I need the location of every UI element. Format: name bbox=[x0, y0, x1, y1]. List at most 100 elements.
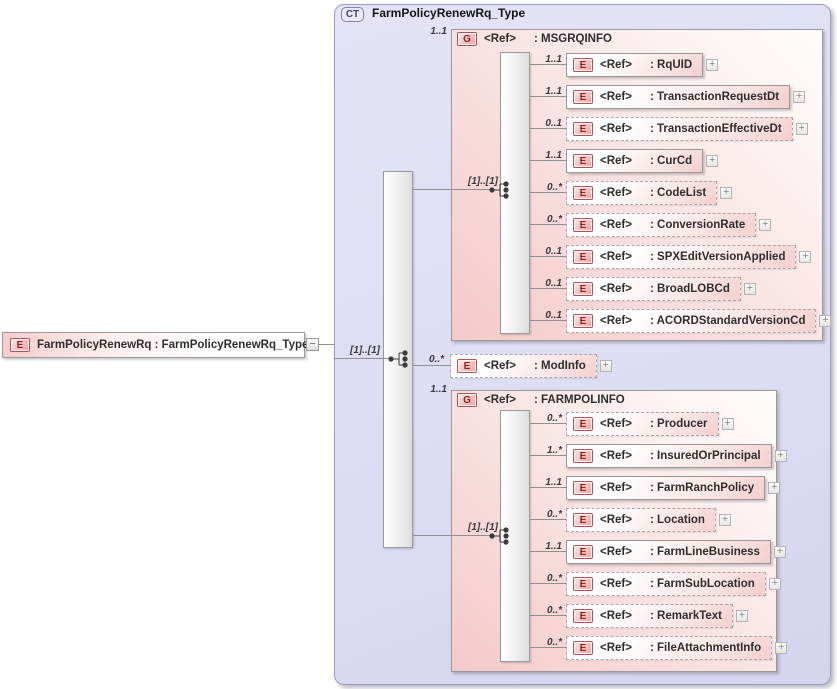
element-name: : FarmSubLocation bbox=[650, 578, 755, 590]
expand-icon[interactable]: + bbox=[768, 578, 781, 590]
element-node-farmsublocation[interactable]: E <Ref> : FarmSubLocation bbox=[566, 572, 766, 596]
ref-label: <Ref> bbox=[600, 610, 632, 622]
element-row: E <Ref> : InsuredOrPrincipal + bbox=[566, 444, 787, 468]
element-row: E <Ref> : RemarkText + bbox=[566, 604, 749, 628]
connector-line bbox=[530, 487, 566, 488]
element-node-farmranchpolicy[interactable]: E <Ref> : FarmRanchPolicy bbox=[566, 476, 766, 500]
element-icon: E bbox=[573, 90, 593, 104]
element-node-producer[interactable]: E <Ref> : Producer bbox=[566, 412, 719, 436]
element-icon: E bbox=[573, 609, 593, 623]
element-icon: E bbox=[573, 449, 593, 463]
connector-line bbox=[530, 288, 566, 289]
element-node-transactioneffectivedt[interactable]: E <Ref> : TransactionEffectiveDt bbox=[566, 117, 793, 141]
group-ref-label: <Ref> bbox=[484, 394, 516, 406]
element-row: E <Ref> : FarmSubLocation + bbox=[566, 572, 781, 596]
collapse-icon[interactable]: − bbox=[306, 338, 319, 351]
ref-label: <Ref> bbox=[600, 546, 632, 558]
element-node-fileattachmentinfo[interactable]: E <Ref> : FileAttachmentInfo bbox=[566, 636, 773, 660]
ref-label: <Ref> bbox=[600, 123, 632, 135]
element-row: E <Ref> : FarmRanchPolicy + bbox=[566, 476, 781, 500]
connector-line bbox=[530, 320, 566, 321]
expand-icon[interactable]: + bbox=[768, 482, 781, 494]
element-node-broadlobcd[interactable]: E <Ref> : BroadLOBCd bbox=[566, 277, 741, 301]
expand-icon[interactable]: + bbox=[706, 155, 719, 167]
element-node-codelist[interactable]: E <Ref> : CodeList bbox=[566, 181, 718, 205]
group-name-label: : FARMPOLINFO bbox=[534, 394, 625, 406]
element-name: : Location bbox=[650, 514, 705, 526]
ref-label: <Ref> bbox=[600, 219, 632, 231]
element-row: E <Ref> : Location + bbox=[566, 508, 731, 532]
element-row: E <Ref> : ACORDStandardVersionCd + bbox=[566, 309, 832, 333]
element-icon: E bbox=[573, 250, 593, 264]
element-name: : InsuredOrPrincipal bbox=[650, 450, 761, 462]
element-name: : ModInfo bbox=[534, 360, 586, 372]
expand-icon[interactable]: + bbox=[795, 123, 808, 135]
cardinality-label: 1..1 bbox=[545, 150, 562, 161]
expand-icon[interactable]: + bbox=[793, 91, 806, 103]
connector-line bbox=[530, 96, 566, 97]
expand-icon[interactable]: + bbox=[774, 450, 787, 462]
element-icon: E bbox=[10, 338, 30, 352]
expand-icon[interactable]: + bbox=[736, 610, 749, 622]
element-row: E <Ref> : BroadLOBCd + bbox=[566, 277, 756, 301]
cardinality-label: 0..1 bbox=[545, 310, 562, 321]
element-name: : FarmRanchPolicy bbox=[650, 482, 755, 494]
element-name: : Producer bbox=[650, 418, 708, 430]
connector-line bbox=[530, 551, 566, 552]
cardinality-label: 0..* bbox=[546, 509, 562, 520]
sequence-cardinality-label: [1]..[1] bbox=[468, 522, 498, 533]
element-name: : ConversionRate bbox=[650, 219, 746, 231]
expand-icon[interactable]: + bbox=[721, 418, 734, 430]
cardinality-label: 0..1 bbox=[545, 278, 562, 289]
expand-icon[interactable]: + bbox=[819, 315, 832, 327]
connector-line bbox=[530, 256, 566, 257]
element-node-acordstandardversioncd[interactable]: E <Ref> : ACORDStandardVersionCd bbox=[566, 309, 817, 333]
ref-label: <Ref> bbox=[600, 642, 632, 654]
connector-line bbox=[413, 535, 492, 536]
element-row: E <Ref> : RqUID + bbox=[566, 53, 719, 77]
expand-icon[interactable]: + bbox=[743, 283, 756, 295]
cardinality-label: 0..* bbox=[546, 182, 562, 193]
element-node-remarktext[interactable]: E <Ref> : RemarkText bbox=[566, 604, 734, 628]
expand-icon[interactable]: + bbox=[773, 546, 786, 558]
connector-line bbox=[319, 344, 334, 345]
element-node-conversionrate[interactable]: E <Ref> : ConversionRate bbox=[566, 213, 757, 237]
ref-label: <Ref> bbox=[600, 59, 632, 71]
element-name: : CurCd bbox=[650, 155, 693, 167]
element-node-modinfo[interactable]: E <Ref> : ModInfo bbox=[450, 354, 597, 378]
expand-icon[interactable]: + bbox=[775, 642, 788, 654]
root-element-label: FarmPolicyRenewRq : FarmPolicyRenewRq_Ty… bbox=[37, 339, 309, 351]
expand-icon[interactable]: + bbox=[718, 514, 731, 526]
element-name: : RqUID bbox=[650, 59, 693, 71]
expand-icon[interactable]: + bbox=[799, 251, 812, 263]
ref-label: <Ref> bbox=[484, 360, 516, 372]
complex-type-title: FarmPolicyRenewRq_Type bbox=[372, 6, 526, 20]
expand-icon[interactable]: + bbox=[759, 219, 772, 231]
element-node-spxeditversionapplied[interactable]: E <Ref> : SPXEditVersionApplied bbox=[566, 245, 797, 269]
element-node-location[interactable]: E <Ref> : Location bbox=[566, 508, 716, 532]
group-icon: G bbox=[457, 393, 477, 407]
element-node-rquid[interactable]: E <Ref> : RqUID bbox=[566, 53, 704, 77]
expand-icon[interactable]: + bbox=[706, 59, 719, 71]
element-row: E <Ref> : ConversionRate + bbox=[566, 213, 772, 237]
element-row: E <Ref> : Producer + bbox=[566, 412, 734, 436]
element-node-transactionrequestdt[interactable]: E <Ref> : TransactionRequestDt bbox=[566, 85, 791, 109]
element-row: E <Ref> : SPXEditVersionApplied + bbox=[566, 245, 812, 269]
sequence-icon bbox=[489, 527, 509, 545]
element-icon: E bbox=[573, 154, 593, 168]
element-row: E <Ref> : CurCd + bbox=[566, 149, 719, 173]
expand-icon[interactable]: + bbox=[599, 360, 612, 372]
element-name: : ACORDStandardVersionCd bbox=[650, 315, 806, 327]
cardinality-label: 0..* bbox=[428, 354, 444, 365]
element-node-curcd[interactable]: E <Ref> : CurCd bbox=[566, 149, 704, 173]
group-header-msgrqinfo: G <Ref> : MSGRQINFO bbox=[457, 31, 612, 47]
element-node-insuredorprincipal[interactable]: E <Ref> : InsuredOrPrincipal bbox=[566, 444, 772, 468]
element-node-farmpolicyrenewrq[interactable]: E FarmPolicyRenewRq : FarmPolicyRenewRq_… bbox=[2, 332, 309, 358]
element-node-farmlinebusiness[interactable]: E <Ref> : FarmLineBusiness bbox=[566, 540, 771, 564]
expand-icon[interactable]: + bbox=[720, 187, 733, 199]
ref-label: <Ref> bbox=[600, 315, 632, 327]
group-icon: G bbox=[457, 32, 477, 46]
connector-line bbox=[530, 160, 566, 161]
cardinality-label-msgrqinfo: 1..1 bbox=[430, 26, 447, 37]
element-row: E <Ref> : CodeList + bbox=[566, 181, 733, 205]
